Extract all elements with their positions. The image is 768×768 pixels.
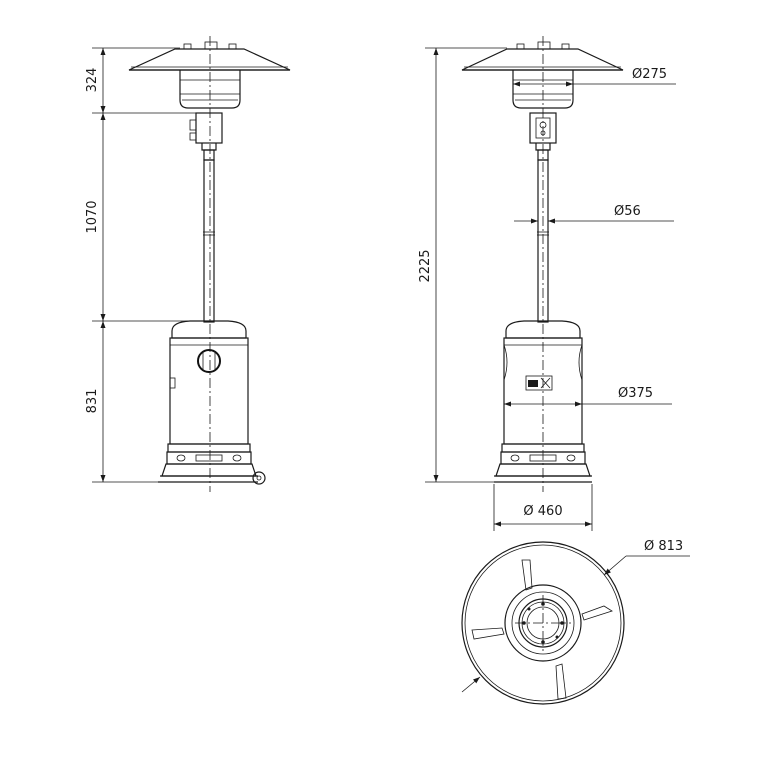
reflector-front [461, 41, 624, 71]
reflector-diameter-label: Ø275 [632, 67, 667, 82]
radial-fins [471, 559, 613, 700]
valve-housing-side [189, 112, 223, 161]
top-view: Ø 813 [461, 539, 690, 705]
body-diameter-dimension: Ø375 [504, 386, 672, 407]
base-height-label: 831 [85, 389, 100, 414]
base-diameter-dimension: Ø 460 [493, 484, 593, 531]
reflector-diameter-dimension: Ø275 [513, 67, 676, 87]
body-diameter-label: Ø375 [618, 386, 653, 401]
pole-diameter-label: Ø56 [614, 204, 641, 219]
head-height-label: 324 [85, 68, 100, 93]
reflector-side [128, 41, 291, 71]
top-diameter-label: Ø 813 [644, 539, 683, 554]
tank-body-side [158, 320, 266, 485]
logo-label-icon [525, 375, 553, 391]
wheel-icon [252, 471, 266, 485]
sight-glass-icon [197, 349, 221, 373]
pole-diameter-dimension: Ø56 [514, 204, 674, 224]
base-diameter-label: Ø 460 [523, 504, 562, 519]
pole-height-label: 1070 [85, 200, 100, 233]
front-view: 2225 Ø275 Ø56 Ø375 Ø 460 [418, 36, 676, 531]
total-height-dimension: 2225 [418, 47, 507, 483]
side-view: 324 1070 831 [85, 36, 291, 492]
pole-side [203, 159, 215, 323]
top-diameter-dimension: Ø 813 [461, 539, 690, 693]
height-dimension-chain: 324 1070 831 [85, 47, 200, 483]
total-height-label: 2225 [418, 249, 433, 282]
